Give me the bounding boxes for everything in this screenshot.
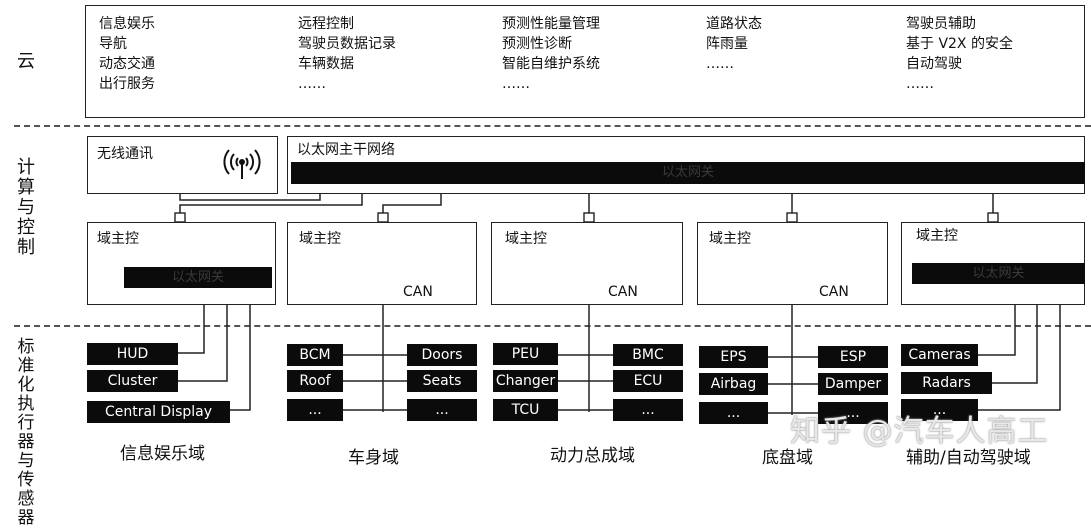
cloud-item: …… [906,76,934,92]
domain-label-chassis: 底盘域 [762,448,813,468]
can-label: CAN [403,284,433,300]
domain-label-adas: 辅助/自动驾驶域 [906,448,1031,468]
cloud-column-infotainment: 信息娱乐导航动态交通出行服务 [99,14,155,94]
domain-controller-label: 域主控 [916,228,958,244]
cloud-item: 智能自维护系统 [502,56,600,72]
cloud-item: 自动驾驶 [906,56,962,72]
domain-controller-body [287,222,477,305]
device-esp: ESP [818,346,888,368]
cloud-item: 预测性诊断 [502,36,572,52]
device-damper: Damper [818,373,888,395]
domain-controller-infotainment [87,222,276,305]
can-label: CAN [819,284,849,300]
device-more: ... [407,399,477,421]
cloud-item: 导航 [99,36,127,52]
domain-label-power: 动力总成域 [550,446,635,466]
domain-controller-label: 域主控 [299,231,341,247]
adas-gateway-bar: 以太网关 [912,263,1085,284]
device-eps: EPS [699,346,768,368]
device-more: ... [287,399,343,421]
device-cameras: Cameras [901,344,978,366]
device-ecu: ECU [613,370,683,392]
device-tcu: TCU [493,399,558,421]
cloud-item: …… [706,56,734,72]
antenna-icon [222,148,262,180]
domain-controller-chassis [697,222,888,305]
backbone-label: 以太网主干网络 [297,142,395,158]
device-changer: Changer [493,370,558,392]
domain-label-infotainment: 信息娱乐域 [120,444,205,464]
device-seats: Seats [407,370,477,392]
cloud-item: …… [502,76,530,92]
device-more: ... [901,399,978,421]
device-more: ... [613,399,683,421]
cloud-separator [14,125,1091,127]
device-bcm: BCM [287,344,343,366]
device-doors: Doors [407,344,477,366]
device-cluster: Cluster [87,370,178,392]
cloud-column-remote: 远程控制驾驶员数据记录车辆数据 …… [298,14,396,94]
device-hud: HUD [87,343,178,365]
cloud-item: 远程控制 [298,16,354,32]
cloud-item: 车辆数据 [298,56,354,72]
device-bmc: BMC [613,344,683,366]
row-label-compute: 计算与控制 [17,157,35,258]
sensor-separator [14,325,1091,327]
domain-controller-label: 域主控 [709,231,751,247]
infotainment-gateway-bar: 以太网关 [124,267,272,288]
device-radars: Radars [901,372,992,394]
cloud-item: 道路状态 [706,16,762,32]
device-airbag: Airbag [699,373,768,395]
cloud-item: 驾驶员辅助 [906,16,976,32]
cloud-item: 阵雨量 [706,36,748,52]
cloud-item: …… [298,76,326,92]
device-more: ... [818,402,888,424]
can-label: CAN [608,284,638,300]
cloud-column-predictive: 预测性能量管理预测性诊断智能自维护系统 …… [502,14,600,94]
backbone-gateway-bar: 以太网关 [291,162,1085,184]
device-roof: Roof [287,370,343,392]
watermark: 知乎 @汽车人高工 [790,414,1049,449]
domain-label-body: 车身域 [348,448,399,468]
cloud-item: 驾驶员数据记录 [298,36,396,52]
wireless-label: 无线通讯 [97,146,153,162]
cloud-item: 出行服务 [99,76,155,92]
device-more: ... [699,402,768,424]
row-label-cloud: 云 [17,51,35,72]
cloud-item: 动态交通 [99,56,155,72]
device-central-display: Central Display [87,401,230,423]
cloud-box [85,5,1085,118]
cloud-column-road: 道路状态阵雨量 …… [706,14,762,74]
cloud-item: 基于 V2X 的安全 [906,36,1013,52]
domain-controller-label: 域主控 [505,231,547,247]
cloud-column-adas: 驾驶员辅助基于 V2X 的安全自动驾驶 …… [906,14,1013,94]
domain-controller-label: 域主控 [97,231,139,247]
cloud-item: 信息娱乐 [99,16,155,32]
cloud-item: 预测性能量管理 [502,16,600,32]
device-peu: PEU [493,343,558,365]
domain-controller-power [491,222,683,305]
